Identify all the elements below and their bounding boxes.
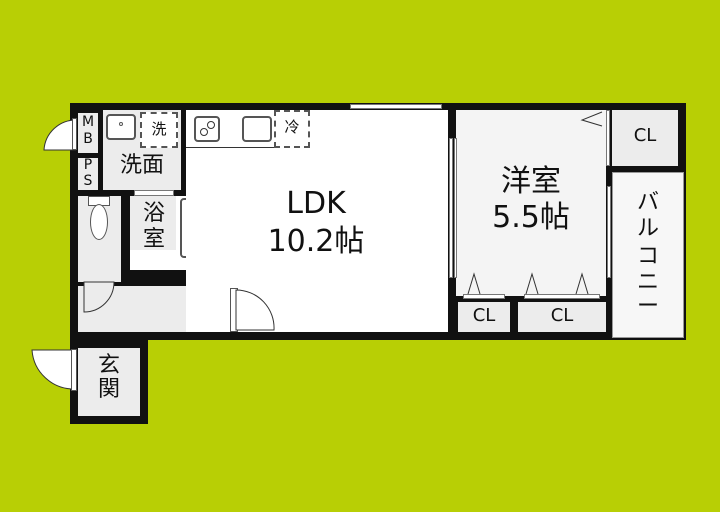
balcony: バ ル コ ニ ー	[612, 172, 684, 338]
entrance-label-2: 関	[97, 377, 120, 402]
closet-bottom-left: CL	[458, 302, 510, 332]
ldk-window-top	[350, 104, 442, 109]
ps-cell: P S	[78, 158, 98, 190]
balcony-char-1: バ	[636, 190, 659, 215]
ldk-label: LDK	[286, 186, 346, 221]
ldk: 冷 LDK 10.2帖	[186, 110, 448, 332]
balcony-char-4: ニ	[636, 270, 659, 295]
balcony-char-2: ル	[636, 216, 659, 241]
closet-bottom-right: CL	[518, 302, 606, 332]
western-room-label: 洋室	[501, 164, 561, 199]
mb-door-swing	[43, 119, 77, 151]
ldk-size-label: 10.2帖	[267, 224, 365, 259]
entrance: 玄 関	[78, 348, 140, 416]
closet-top-label: CL	[633, 125, 657, 146]
bathroom-label-1: 浴	[142, 201, 165, 226]
western-room: 洋室 5.5帖	[456, 110, 606, 296]
closet-door-markers	[467, 272, 589, 295]
mb-cell: M B	[78, 113, 98, 153]
closet-top-right: CL	[612, 110, 678, 166]
bath-dressing-area	[130, 196, 176, 250]
western-room-size: 5.5帖	[492, 200, 570, 235]
mb-label-b: B	[83, 131, 93, 147]
burner-icon-2	[207, 121, 215, 129]
washing-machine-space: 洗	[140, 112, 178, 148]
basin-drain-icon	[119, 122, 123, 126]
balcony-char-3: コ	[636, 244, 659, 269]
kitchen-sink	[242, 116, 272, 142]
toilet-room	[78, 196, 121, 282]
ps-label-p: P	[83, 157, 93, 173]
western-window-left	[454, 138, 457, 278]
balcony-char-5: ー	[636, 294, 659, 319]
refrigerator-space: 冷	[274, 110, 310, 148]
front-door	[71, 349, 77, 391]
mb-label-m: M	[81, 114, 95, 130]
ldk-window-right	[449, 138, 453, 278]
burner-icon-1	[200, 128, 208, 136]
ps-label-s: S	[83, 173, 93, 189]
washing-machine-label: 洗	[151, 120, 167, 138]
refrigerator-label: 冷	[284, 118, 300, 136]
bathroom-door	[134, 190, 174, 196]
front-door-swing	[31, 349, 75, 390]
closet-top-door	[606, 110, 610, 166]
closet-bl-label: CL	[472, 305, 496, 326]
washroom: 洗 洗面	[103, 110, 181, 190]
closet-bl-door	[463, 294, 505, 299]
closet-br-door	[524, 294, 600, 299]
western-room-marker-icon	[580, 111, 603, 127]
western-window-right	[607, 186, 611, 278]
entrance-label-1: 玄	[97, 353, 120, 378]
closet-br-label: CL	[550, 305, 574, 326]
ldk-door-swing	[235, 289, 275, 331]
bathroom-label-2: 室	[142, 227, 165, 252]
toilet-bowl	[90, 204, 108, 240]
wash-basin	[106, 114, 136, 140]
toilet-door-swing	[83, 281, 115, 313]
mb-door-leaf	[72, 118, 77, 150]
washroom-label: 洗面	[119, 153, 164, 178]
